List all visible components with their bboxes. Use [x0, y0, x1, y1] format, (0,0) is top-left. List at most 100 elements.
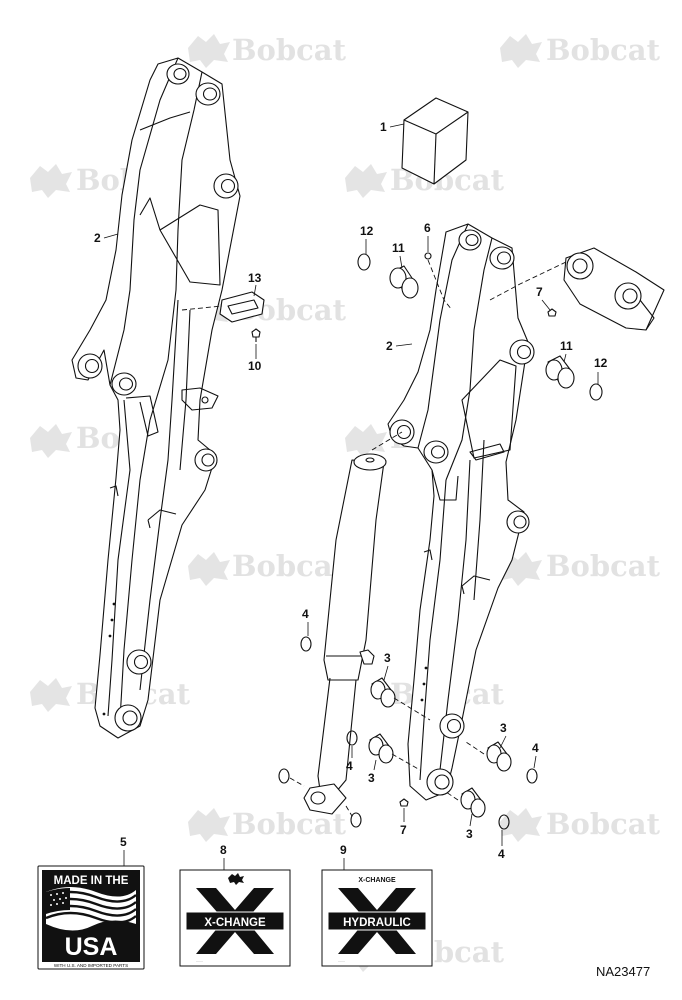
callout-2-right: 2 [386, 339, 393, 353]
pivot-bushing [370, 677, 396, 708]
left-arm-tab [125, 395, 159, 437]
callout-12-right: 12 [594, 356, 608, 370]
left-arm-inner-line [119, 419, 151, 721]
right-arm-pin-boss [423, 440, 449, 464]
callout-11-right: 11 [560, 339, 573, 353]
right-arm-inner-line [431, 469, 459, 501]
hydraulic-decal-label: HYDRAULIC [343, 917, 411, 929]
right-arm-pin-boss [506, 510, 530, 534]
callout-10: 10 [248, 359, 262, 373]
left-arm-rivets [102, 602, 116, 716]
callout-7-bottom: 7 [400, 823, 407, 837]
left-arm-pin-boss [213, 173, 239, 199]
retaining-ring [357, 253, 371, 271]
left-arm-bracket-hole [201, 396, 209, 404]
left-arm-inner-line [139, 299, 179, 691]
left-arm-handle [109, 485, 119, 497]
callout-4-d: 4 [498, 847, 505, 861]
made-in-usa-decal: MADE IN THE USA WITH U.S. AND IMPORTED P… [37, 865, 145, 970]
bracket-bolt [251, 328, 261, 342]
usa-decal-heading: MADE IN THE [54, 875, 129, 887]
right-arm-inner-line [445, 237, 493, 481]
retaining-ring [350, 812, 362, 828]
left-arm-inner-line [109, 57, 179, 386]
right-arm-outline [387, 223, 529, 801]
right-arm-inner-line [419, 479, 447, 781]
american-flag-icon [45, 887, 137, 931]
left-arm-pin-boss [114, 704, 142, 732]
left-arm-handle [147, 509, 177, 529]
hydraulic-decal-heading: X-CHANGE [358, 877, 396, 884]
hydraulic-cylinder [303, 431, 403, 815]
right-arm-pin-boss [509, 339, 535, 365]
callout-11-top: 11 [392, 241, 405, 255]
callout-12-top: 12 [360, 224, 374, 238]
bushing [389, 265, 419, 299]
right-arm-pin-boss [439, 713, 465, 739]
callout-3-d: 3 [466, 827, 473, 841]
left-arm-pin-boss [194, 448, 218, 472]
retaining-ring [589, 383, 603, 401]
mount-bracket [181, 291, 265, 323]
watermark-text: Bobcat [546, 33, 661, 67]
grease-fitting [424, 252, 453, 311]
watermark-text: Bobcat [546, 807, 661, 841]
usa-decal-country: USA [65, 933, 118, 961]
left-arm-inner-line [149, 71, 203, 421]
callout-layer: 1 2 13 10 12 11 6 7 2 11 12 4 3 4 3 3 4 [94, 120, 608, 870]
retaining-ring [278, 768, 290, 784]
right-arm-tab [469, 443, 505, 461]
right-arm-handle [461, 575, 491, 595]
usa-decal-footnote: WITH U.S. AND IMPORTED PARTS [54, 963, 128, 968]
right-arm-pin-boss [458, 229, 482, 251]
x-change-decal: X-CHANGE ....... [179, 869, 291, 967]
callout-8: 8 [220, 843, 227, 857]
callout-4-c: 4 [532, 741, 539, 755]
watermark-text: Bobcat [232, 33, 347, 67]
grease-fitting [399, 798, 409, 807]
left-arm-pin-boss [111, 372, 137, 396]
left-arm-gusset [139, 197, 161, 231]
pivot-bushing [486, 741, 512, 772]
callout-3-a: 3 [384, 651, 391, 665]
left-arm-inner-line [139, 111, 191, 131]
right-arm-pin-boss [426, 768, 454, 796]
callout-3-b: 3 [368, 771, 375, 785]
watermark-text: Bobcat [546, 549, 661, 583]
callout-5: 5 [120, 835, 127, 849]
right-arm-gusset [461, 359, 517, 459]
left-arm-pin-boss [166, 63, 190, 85]
left-arm-pin-boss [77, 353, 103, 379]
callout-3-c: 3 [500, 721, 507, 735]
retaining-ring [498, 814, 510, 830]
pivot-bushing [460, 787, 486, 818]
right-arm-handle [423, 549, 433, 561]
grease-fitting [547, 308, 557, 317]
right-arm-assembly [387, 223, 535, 801]
x-change-decal-label: X-CHANGE [204, 917, 266, 929]
left-arm-pin-boss [126, 649, 152, 675]
right-arm-rivets [420, 666, 428, 702]
watermark-text: Bobcat [232, 549, 347, 583]
right-arm-inner-line [473, 439, 485, 601]
left-arm-inner-line [107, 399, 131, 717]
callout-1: 1 [380, 120, 387, 134]
retaining-ring [526, 768, 538, 784]
callout-4-b: 4 [346, 759, 353, 773]
callout-4-a: 4 [302, 607, 309, 621]
x-change-hydraulic-decal: X-CHANGE HYDRAULIC ....... [321, 869, 433, 967]
centerline-dashes [289, 697, 485, 817]
left-arm-pin-boss [195, 82, 221, 106]
callout-6: 6 [424, 221, 431, 235]
callout-7-top: 7 [536, 285, 543, 299]
right-arm-inner-line [417, 223, 469, 449]
bobcat-logo-icon [228, 873, 244, 885]
bushing [545, 355, 575, 389]
pivot-bushing [368, 733, 394, 764]
left-arm-gusset [159, 204, 221, 286]
left-arm-assembly [71, 57, 241, 739]
parts-kit-box [401, 97, 469, 185]
figure-number: NA23477 [596, 964, 650, 979]
left-arm-inner-line [179, 309, 191, 471]
